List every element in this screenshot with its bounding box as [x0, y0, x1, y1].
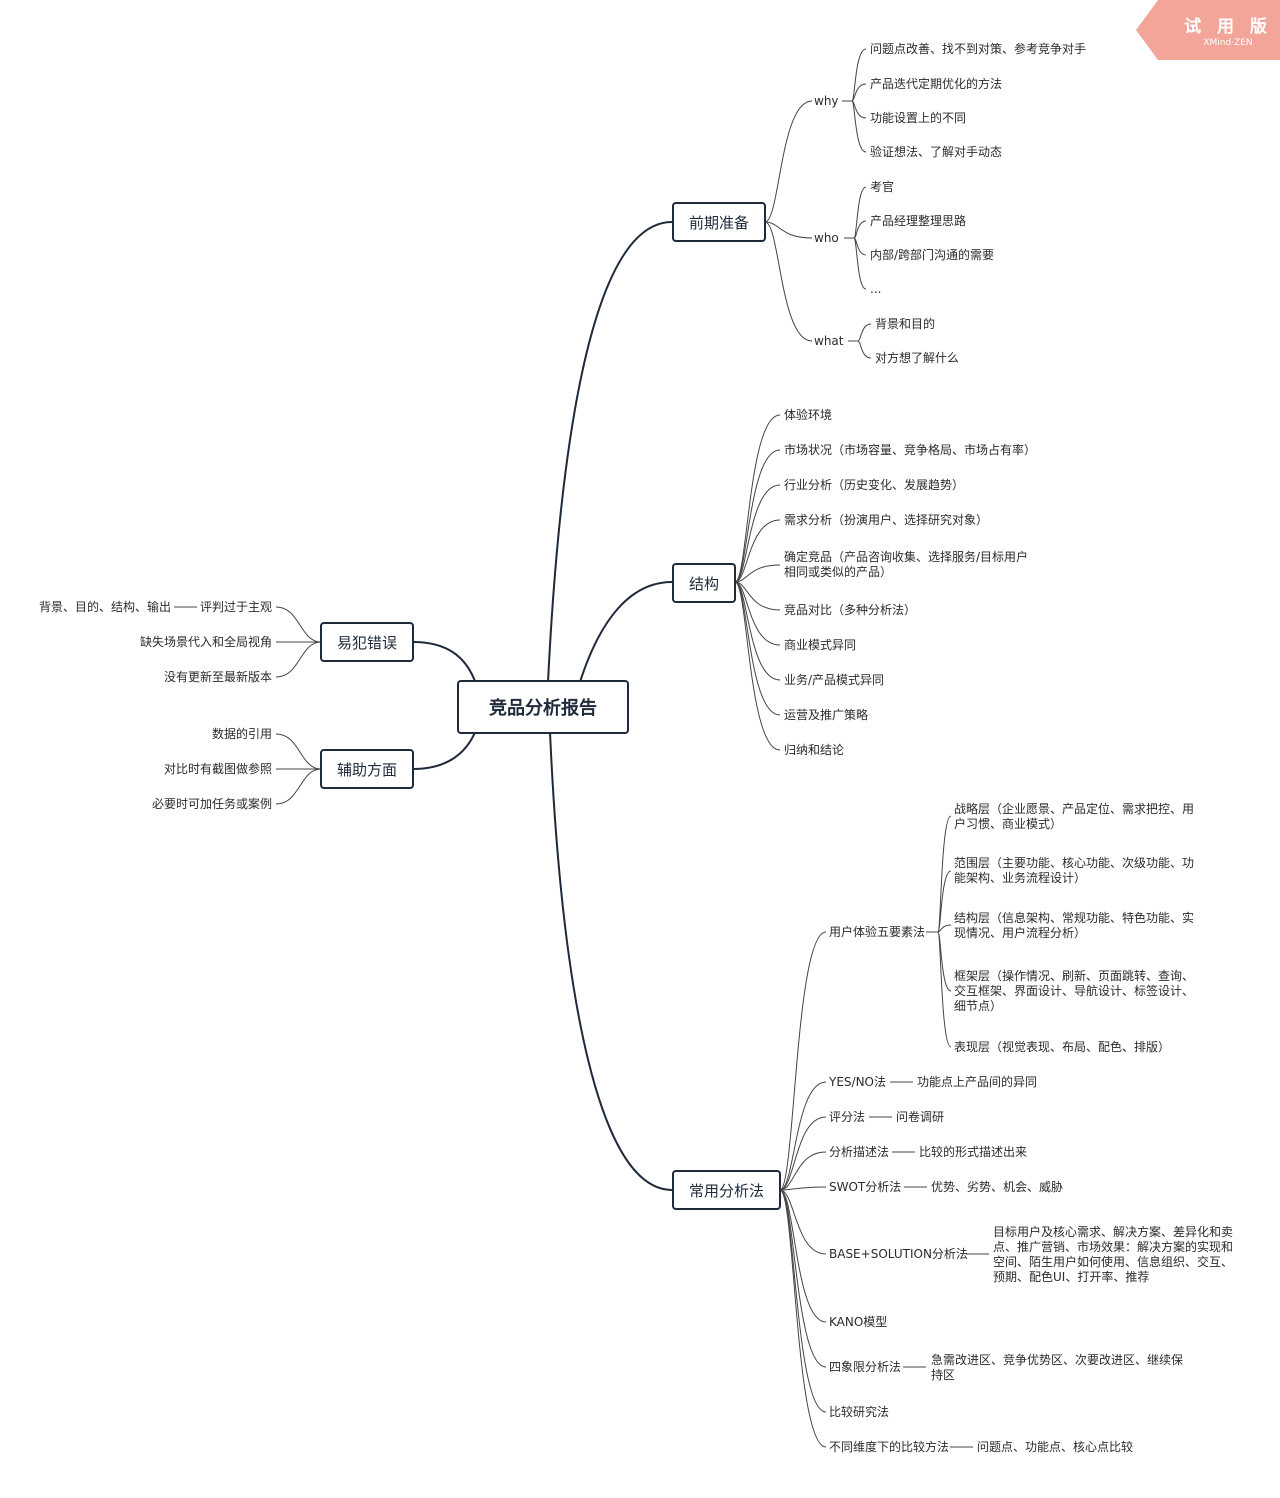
who-item[interactable]: 产品经理整理思路: [870, 214, 967, 228]
topic-mistakes[interactable]: 易犯错误: [320, 622, 414, 662]
who-item[interactable]: 考官: [870, 180, 895, 194]
aux-item[interactable]: 对比时有截图做参照: [163, 762, 272, 776]
who-item[interactable]: ...: [870, 282, 882, 296]
structure-item[interactable]: 行业分析（历史变化、发展趋势）: [784, 478, 965, 492]
who-item[interactable]: 内部/跨部门沟通的需要: [870, 248, 995, 262]
method-quad-detail[interactable]: 急需改进区、竞争优势区、次要改进区、继续保持区: [931, 1353, 1184, 1382]
method-compare[interactable]: 比较研究法: [829, 1405, 890, 1419]
method-yesno[interactable]: YES/NO法: [829, 1075, 886, 1089]
trial-badge: 试 用 版 XMind·ZEN: [1136, 0, 1280, 60]
aux-item[interactable]: 必要时可加任务或案例: [151, 797, 272, 811]
connector-structure: [579, 581, 673, 683]
structure-item[interactable]: 运营及推广策略: [784, 708, 869, 722]
method-score-detail[interactable]: 问卷调研: [896, 1110, 945, 1124]
ux-item[interactable]: 战略层（企业愿景、产品定位、需求把控、用户习惯、商业模式）: [954, 802, 1195, 831]
topic-methods[interactable]: 常用分析法: [672, 1170, 781, 1210]
method-describe-detail[interactable]: 比较的形式描述出来: [919, 1145, 1028, 1159]
aux-item[interactable]: 数据的引用: [211, 727, 272, 741]
method-kano[interactable]: KANO模型: [829, 1315, 888, 1329]
why-item[interactable]: 问题点改善、找不到对策、参考竞争对手: [870, 42, 1087, 56]
structure-item[interactable]: 需求分析（扮演用户、选择研究对象）: [784, 513, 989, 527]
mistake-subitem[interactable]: 背景、目的、结构、输出: [38, 600, 171, 614]
subtopic-what[interactable]: what: [814, 334, 844, 348]
structure-item[interactable]: 竞品对比（多种分析法）: [784, 603, 917, 617]
method-swot[interactable]: SWOT分析法: [829, 1180, 902, 1194]
badge-title: 试 用 版: [1184, 17, 1272, 37]
method-base[interactable]: BASE+SOLUTION分析法: [829, 1247, 968, 1261]
ux-item[interactable]: 表现层（视觉表现、布局、配色、排版）: [954, 1040, 1171, 1054]
method-dims-detail[interactable]: 问题点、功能点、核心点比较: [977, 1440, 1134, 1454]
why-item[interactable]: 验证想法、了解对手动态: [870, 145, 1003, 159]
why-item[interactable]: 产品迭代定期优化的方法: [870, 77, 1003, 91]
structure-item[interactable]: 体验环境: [784, 408, 833, 422]
ux-item[interactable]: 结构层（信息架构、常规功能、特色功能、实现情况、用户流程分析）: [954, 911, 1195, 940]
structure-item[interactable]: 商业模式异同: [784, 638, 857, 652]
badge-shape: [1136, 0, 1280, 60]
method-ux[interactable]: 用户体验五要素法: [829, 925, 926, 939]
structure-item[interactable]: 市场状况（市场容量、竞争格局、市场占有率）: [784, 443, 1037, 457]
method-base-detail[interactable]: 目标用户及核心需求、解决方案、差异化和卖点、推广营销、市场效果：解决方案的实现和…: [993, 1225, 1234, 1284]
method-quad[interactable]: 四象限分析法: [829, 1360, 902, 1374]
topic-structure[interactable]: 结构: [672, 563, 736, 603]
method-describe[interactable]: 分析描述法: [829, 1145, 890, 1159]
connector-mistakes: [412, 641, 477, 685]
mistake-item[interactable]: 缺失场景代入和全局视角: [139, 635, 272, 649]
what-item[interactable]: 对方想了解什么: [875, 351, 960, 365]
topic-aux[interactable]: 辅助方面: [320, 749, 414, 789]
connector-prep: [547, 221, 673, 683]
central-topic[interactable]: 竞品分析报告: [457, 680, 629, 734]
mistake-item[interactable]: 评判过于主观: [199, 600, 272, 614]
topic-prep[interactable]: 前期准备: [672, 202, 766, 242]
ux-item[interactable]: 框架层（操作情况、刷新、页面跳转、查询、交互框架、界面设计、导航设计、标签设计、…: [954, 969, 1195, 1013]
connector-aux: [412, 729, 477, 770]
method-swot-detail[interactable]: 优势、劣势、机会、威胁: [931, 1180, 1064, 1194]
structure-item[interactable]: 归纳和结论: [784, 743, 845, 757]
subtopic-who[interactable]: who: [814, 231, 839, 245]
method-dims[interactable]: 不同维度下的比较方法: [829, 1440, 950, 1454]
method-yesno-detail[interactable]: 功能点上产品间的异同: [917, 1075, 1038, 1089]
badge-subtitle: XMind·ZEN: [1203, 38, 1253, 48]
what-item[interactable]: 背景和目的: [875, 317, 936, 331]
why-item[interactable]: 功能设置上的不同: [870, 111, 967, 125]
method-score[interactable]: 评分法: [829, 1110, 866, 1124]
connector-methods: [549, 731, 673, 1191]
mistake-item[interactable]: 没有更新至最新版本: [163, 670, 272, 684]
structure-item[interactable]: 确定竞品（产品咨询收集、选择服务/目标用户相同或类似的产品）: [784, 550, 1029, 579]
ux-item[interactable]: 范围层（主要功能、核心功能、次级功能、功能架构、业务流程设计）: [954, 856, 1195, 885]
subtopic-why[interactable]: why: [814, 94, 839, 108]
structure-item[interactable]: 业务/产品模式异同: [784, 673, 885, 687]
